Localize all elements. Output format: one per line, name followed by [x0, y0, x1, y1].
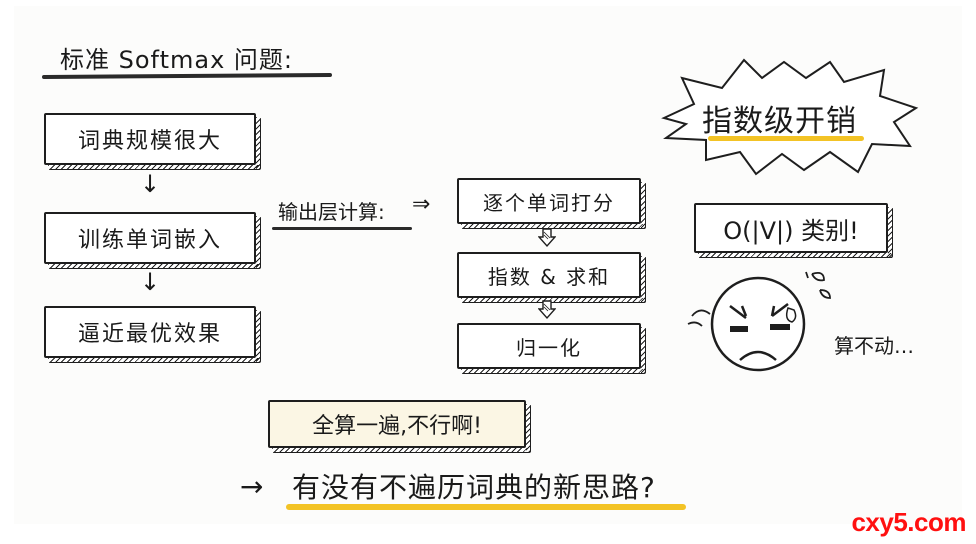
page-title: 标准 Softmax 问题: — [60, 46, 293, 74]
double-right-arrow-icon: ⇒ — [412, 192, 431, 217]
output-step-exp-sum: 指数 & 求和 — [457, 252, 646, 303]
flow-step-label: 词典规模很大 — [77, 129, 222, 154]
warning-note-text: 全算一遍,不行啊! — [312, 414, 482, 439]
flow-step-label: 训练单词嵌入 — [77, 228, 222, 253]
hollow-down-arrow-icon — [538, 228, 556, 248]
face-caption: 算不动… — [834, 334, 914, 358]
complexity-box: O(|V|) 类别! — [694, 203, 893, 258]
burst-highlight — [708, 136, 864, 141]
output-layer-label: 输出层计算: — [278, 200, 385, 224]
down-arrow-icon: ↓ — [140, 268, 161, 296]
down-arrow-icon: ↓ — [140, 170, 161, 198]
warning-note: 全算一遍,不行啊! — [268, 400, 531, 453]
hollow-down-arrow-icon — [538, 300, 556, 320]
output-step-normalize: 归一化 — [457, 323, 646, 374]
output-layer-underline — [272, 227, 412, 230]
question-highlight — [286, 504, 686, 510]
flow-step-label: 逼近最优效果 — [77, 322, 222, 347]
output-step-score: 逐个单词打分 — [457, 178, 646, 229]
flow-step-train-embedding: 训练单词嵌入 — [44, 212, 261, 269]
flow-step-optimal: 逼近最优效果 — [44, 306, 261, 363]
complexity-text: O(|V|) 类别! — [723, 216, 859, 245]
watermark: cxy5.com — [851, 507, 966, 537]
frustrated-face-icon — [687, 271, 831, 372]
flow-step-vocab-size: 词典规模很大 — [44, 113, 261, 170]
output-step-label: 指数 & 求和 — [487, 264, 611, 289]
burst-shape — [661, 58, 919, 176]
question-text: 有没有不遍历词典的新思路? — [292, 471, 656, 504]
burst-text: 指数级开销 — [702, 104, 857, 139]
output-step-label: 逐个单词打分 — [483, 190, 615, 215]
output-step-label: 归一化 — [516, 335, 582, 360]
right-arrow-icon: → — [240, 470, 264, 503]
